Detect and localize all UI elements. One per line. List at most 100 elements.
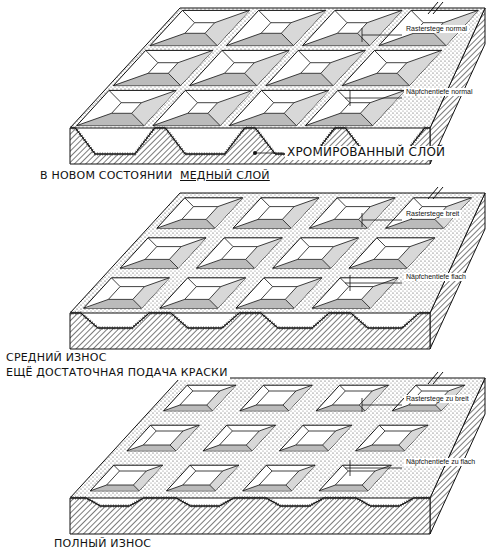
- cell-edge: [434, 33, 446, 45]
- cell-edge: [224, 238, 233, 247]
- cell: [240, 385, 312, 411]
- cell-edge: [386, 219, 411, 228]
- cell: [379, 10, 478, 45]
- cell-edge: [207, 405, 213, 411]
- cell-edge: [377, 238, 386, 247]
- cell-edge: [303, 33, 338, 45]
- cell: [356, 425, 428, 451]
- leader-line: [362, 220, 402, 221]
- cell-edge: [150, 33, 185, 45]
- cell-facet: [150, 33, 217, 45]
- cell: [386, 198, 472, 228]
- cell-edge: [190, 73, 225, 85]
- cell-bottom: [337, 287, 373, 300]
- cell-edge: [297, 278, 322, 287]
- cell-edge: [306, 113, 341, 125]
- cell-edge: [185, 198, 194, 207]
- cell-facet: [113, 73, 180, 85]
- leader-line: [350, 460, 351, 476]
- cell-edge: [447, 198, 472, 207]
- cell-bottom: [185, 23, 215, 34]
- cell-facet: [120, 259, 178, 268]
- cell-edge: [319, 485, 335, 491]
- cell-facet: [386, 219, 444, 228]
- caption-label: ПОЛНЫЙ ИЗНОС: [52, 538, 153, 551]
- cell-facet: [197, 259, 255, 268]
- cell-edge: [266, 73, 301, 85]
- cell-edge: [221, 278, 246, 287]
- cell-edge: [144, 278, 169, 287]
- cell-edge: [246, 445, 252, 451]
- cell: [312, 278, 398, 308]
- cell-edge: [229, 113, 264, 125]
- cell-edge: [111, 278, 120, 287]
- cell-facet: [167, 485, 216, 491]
- cell-facet: [342, 73, 409, 85]
- cell: [157, 198, 243, 228]
- cell-edge: [222, 50, 234, 62]
- cell: [280, 425, 352, 451]
- break-mark: [428, 2, 438, 14]
- leader-dot: [253, 151, 257, 155]
- cell-edge: [77, 113, 112, 125]
- cell-facet: [226, 33, 293, 45]
- cell-edge: [169, 259, 178, 268]
- cell-edge: [181, 238, 206, 247]
- cell-facet: [273, 259, 331, 268]
- cell-edge: [316, 405, 332, 411]
- callout-label: Näpfchentiefe normal: [404, 88, 475, 96]
- cell-edge: [296, 385, 312, 391]
- cell-bottom: [259, 471, 299, 485]
- cell-facet: [164, 405, 213, 411]
- cell-edge: [448, 385, 464, 391]
- cell-bottom: [261, 23, 291, 34]
- chrome-layer: [70, 498, 430, 506]
- cell-facet: [190, 73, 257, 85]
- leader-line: [345, 98, 402, 99]
- cell-edge: [141, 90, 176, 102]
- cell: [160, 278, 246, 308]
- cell-edge: [335, 425, 351, 431]
- cell-bottom: [145, 247, 181, 260]
- chrome-layer: [70, 313, 430, 328]
- cell-edge: [273, 259, 298, 268]
- cell-edge: [127, 445, 143, 451]
- cell-edge: [321, 73, 333, 85]
- cell-edge: [282, 219, 291, 228]
- callout-label: Näpfchentiefe flach: [404, 273, 468, 281]
- cell-edge: [338, 90, 350, 102]
- cell-bottom: [108, 287, 144, 300]
- cell-edge: [360, 113, 372, 125]
- cell-facet: [360, 90, 405, 125]
- cell-facet: [392, 405, 441, 411]
- cell: [309, 198, 395, 228]
- cell-edge: [218, 90, 253, 102]
- cell-edge: [223, 465, 239, 471]
- cell-edge: [416, 385, 422, 391]
- cell-facet: [77, 113, 144, 125]
- cell-edge: [407, 50, 442, 62]
- cell-edge: [153, 113, 188, 125]
- cell-bottom: [332, 391, 372, 405]
- cell-edge: [264, 278, 273, 287]
- leader-line: [345, 283, 402, 284]
- cell-bottom: [180, 391, 220, 405]
- cell-edge: [209, 299, 218, 308]
- cell-edge: [203, 445, 219, 451]
- cell-edge: [259, 10, 271, 22]
- cell-edge: [340, 278, 349, 287]
- cell-edge: [397, 73, 409, 85]
- cell-edge: [196, 259, 221, 268]
- cell-edge: [443, 10, 478, 22]
- cell-facet: [127, 445, 176, 451]
- cell-edge: [132, 113, 144, 125]
- cell-edge: [261, 198, 270, 207]
- leader-line: [362, 28, 363, 42]
- cell-bottom: [377, 63, 407, 74]
- cell-facet: [229, 113, 296, 125]
- cell-edge: [374, 50, 386, 62]
- cell-edge: [335, 10, 347, 22]
- cell-bottom: [372, 431, 412, 445]
- cell-edge: [285, 299, 294, 308]
